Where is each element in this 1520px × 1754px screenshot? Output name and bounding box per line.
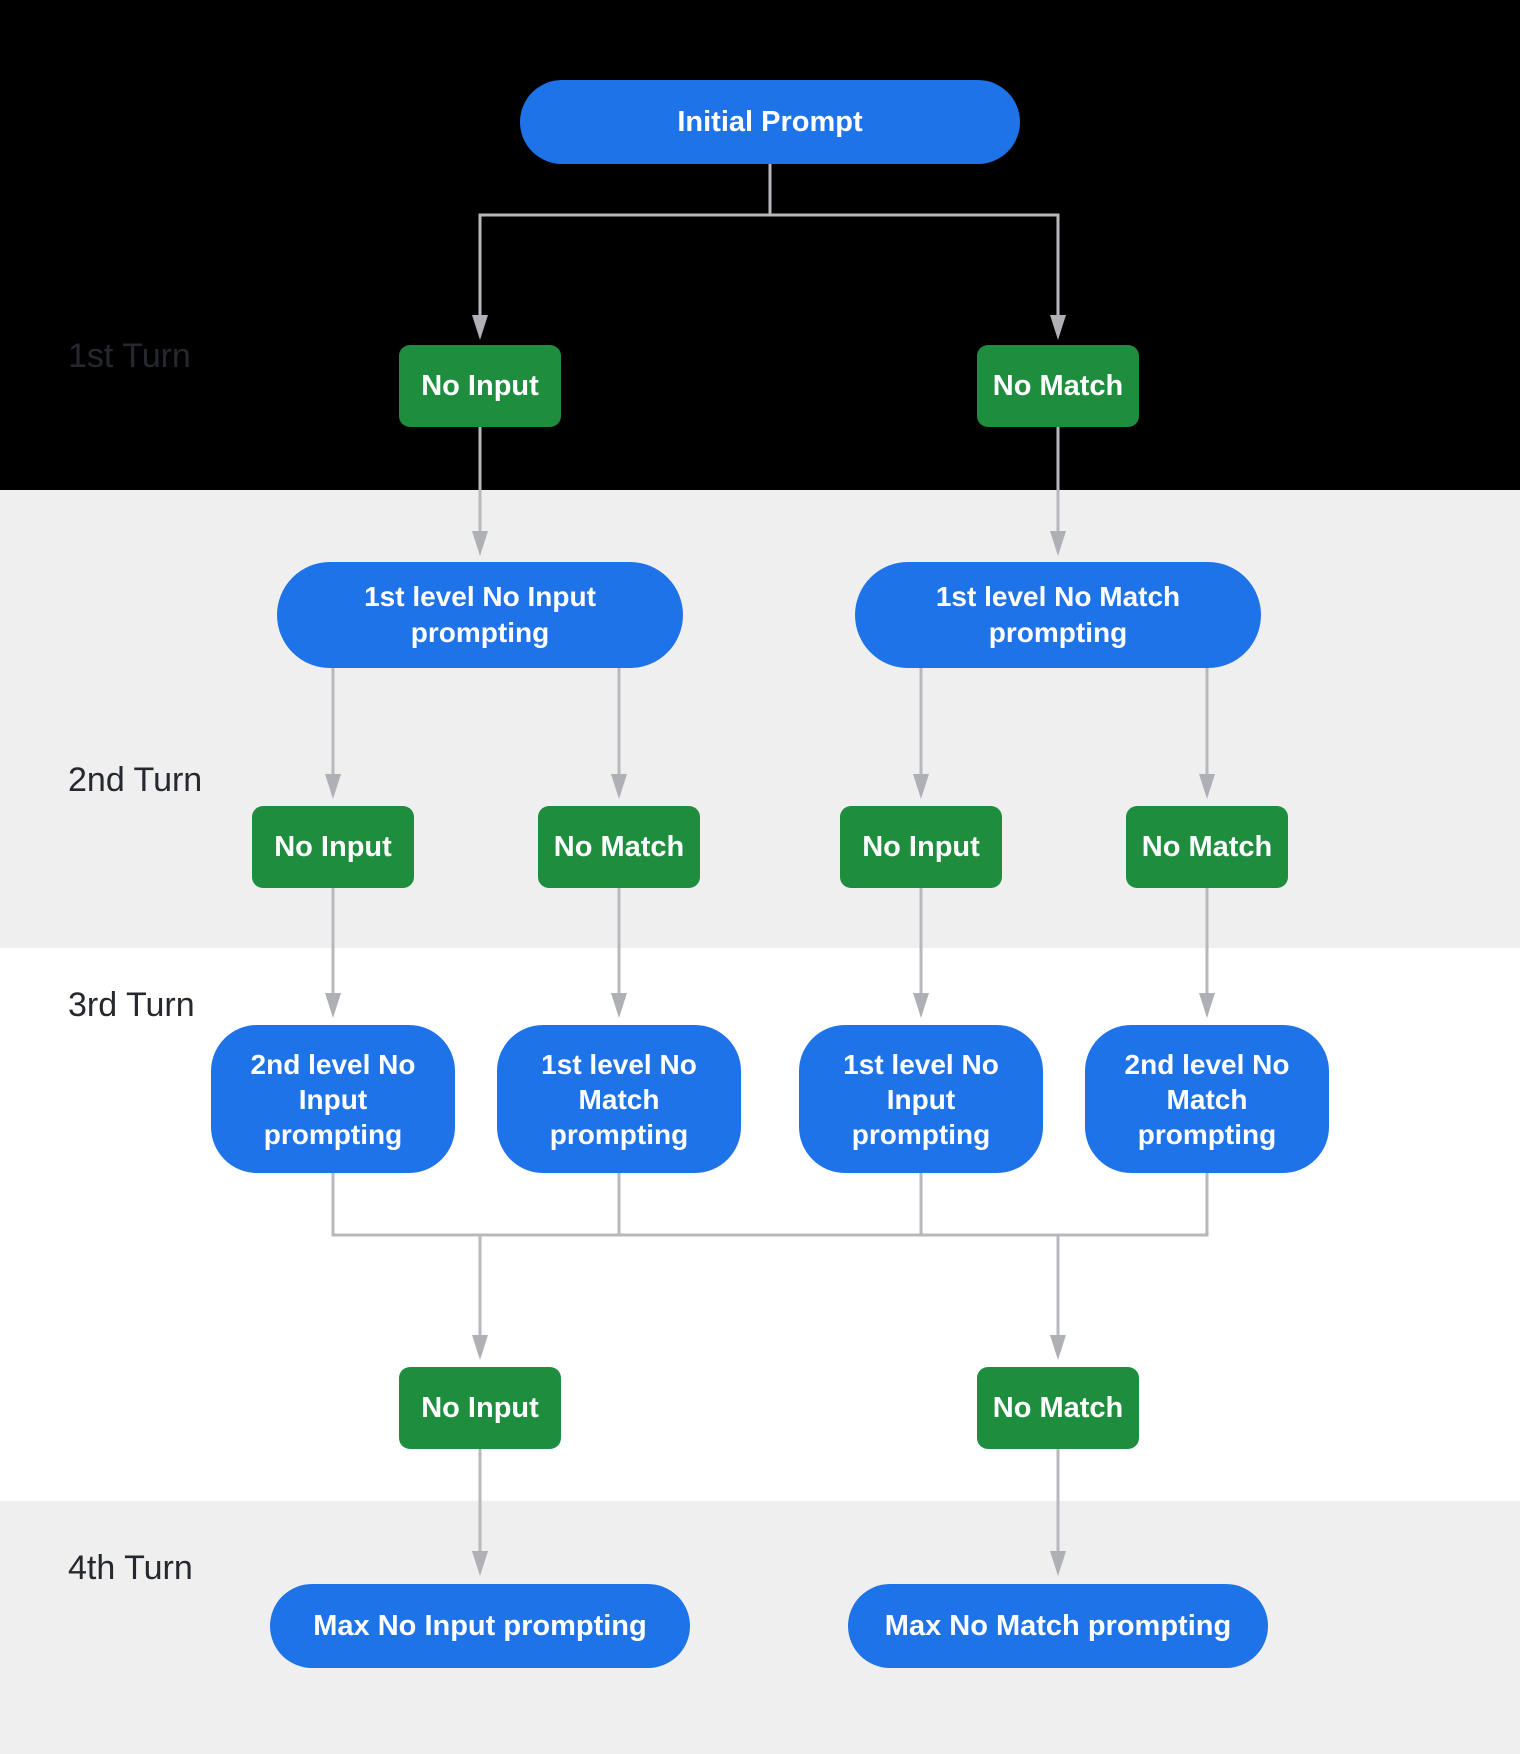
node-initial-prompt: Initial Prompt — [520, 80, 1020, 164]
merge-line-turn-3 — [331, 1173, 1209, 1237]
arrow-down-no-input-to-prompt — [472, 427, 488, 556]
node-turn3-no-match: No Match — [977, 1367, 1139, 1449]
turn-1-label: 1st Turn — [68, 337, 191, 375]
arrow-down-no-match-to-prompt — [1050, 427, 1066, 556]
turn-4-label: 4th Turn — [68, 1549, 193, 1587]
node-1st-level-no-match-prompting: 1st level No Match prompting — [855, 562, 1261, 668]
arrow-down-outcome-to-prompt-2 — [611, 888, 627, 1018]
node-turn2-no-input-left: No Input — [252, 806, 414, 888]
node-turn2-no-input-right: No Input — [840, 806, 1002, 888]
arrow-down-prompt-to-outcome-3 — [913, 668, 929, 799]
arrow-down-prompt-to-outcome-4 — [1199, 668, 1215, 799]
node-1st-level-no-input-prompting: 1st level No Input prompting — [277, 562, 683, 668]
arrow-down-no-match-to-max — [1050, 1449, 1066, 1576]
node-2nd-level-no-input-prompting: 2nd level No Input prompting — [211, 1025, 455, 1173]
arrow-down-outcome-to-prompt-1 — [325, 888, 341, 1018]
turn-3-label: 3rd Turn — [68, 986, 195, 1024]
arrow-down-initial-to-no-match — [1050, 215, 1066, 340]
arrow-down-prompt-to-outcome-2 — [611, 668, 627, 799]
node-1st-level-no-match-prompting-2: 1st level No Match prompting — [497, 1025, 741, 1173]
node-turn2-no-match-left: No Match — [538, 806, 700, 888]
node-turn3-no-input: No Input — [399, 1367, 561, 1449]
node-turn1-no-match: No Match — [977, 345, 1139, 427]
arrow-down-outcome-to-prompt-3 — [913, 888, 929, 1018]
arrow-down-no-input-to-max — [472, 1449, 488, 1576]
arrow-down-outcome-to-prompt-4 — [1199, 888, 1215, 1018]
turn-2-label: 2nd Turn — [68, 761, 203, 799]
node-2nd-level-no-match-prompting: 2nd level No Match prompting — [1085, 1025, 1329, 1173]
node-max-no-input-prompting: Max No Input prompting — [270, 1584, 690, 1668]
arrow-down-merge-to-no-match — [1050, 1235, 1066, 1360]
arrow-down-merge-to-no-input — [472, 1235, 488, 1360]
branch-line-initial — [478, 164, 1060, 217]
node-max-no-match-prompting: Max No Match prompting — [848, 1584, 1268, 1668]
arrow-down-initial-to-no-input — [472, 215, 488, 340]
node-1st-level-no-input-prompting-2: 1st level No Input prompting — [799, 1025, 1043, 1173]
node-turn1-no-input: No Input — [399, 345, 561, 427]
node-turn2-no-match-right: No Match — [1126, 806, 1288, 888]
arrow-down-prompt-to-outcome-1 — [325, 668, 341, 799]
